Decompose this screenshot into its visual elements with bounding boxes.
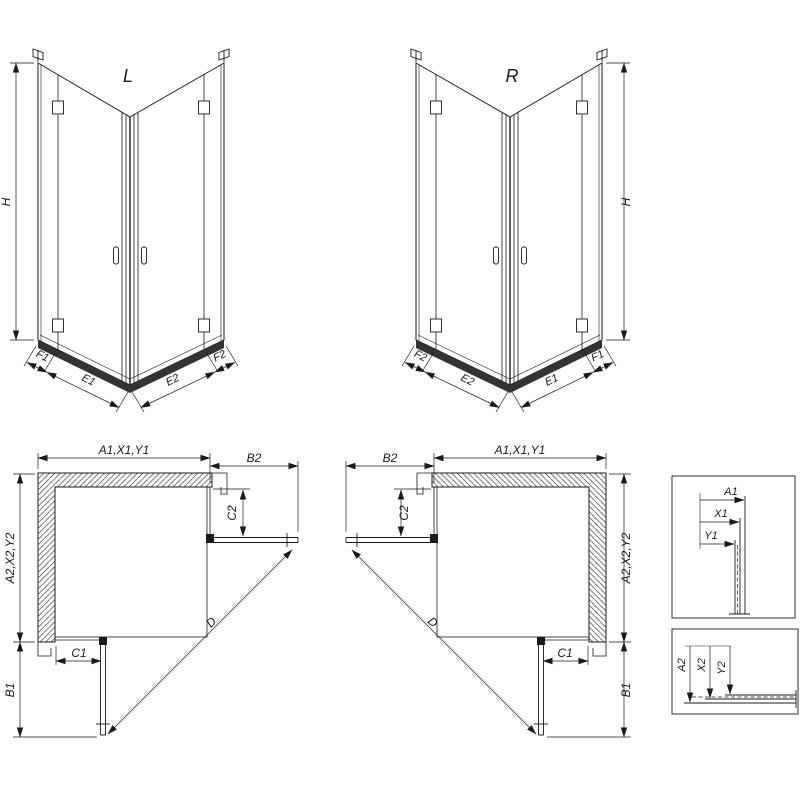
dim-label-c2: C2 xyxy=(225,505,239,521)
dim-label-f1: F1 xyxy=(34,348,51,364)
dim-label-h: H xyxy=(0,197,13,206)
dim-label-f2: F2 xyxy=(412,348,429,364)
perspective-left-labels: L H F1 E1 E2 F2 xyxy=(0,66,228,389)
detail-bottom-labels: A2 X2 Y2 xyxy=(676,658,728,674)
view-title-right: R xyxy=(506,66,519,86)
dim-label-a2x2y2: A2,X2,Y2 xyxy=(619,532,633,584)
dim-label-e1: E1 xyxy=(543,372,560,389)
plan-right-drawing xyxy=(346,453,631,737)
perspective-right-labels: R H F2 E2 E1 F1 xyxy=(412,66,633,389)
dim-label-a2x2y2: A2,X2,Y2 xyxy=(3,532,17,584)
dim-label-a1: A1 xyxy=(723,486,737,498)
dim-label-y1: Y1 xyxy=(704,530,717,542)
dim-label-a1x1y1: A1,X1,Y1 xyxy=(494,443,546,457)
detail-box-border xyxy=(671,475,796,619)
dim-label-b2: B2 xyxy=(247,451,262,465)
detail-top-labels: A1 X1 Y1 xyxy=(704,486,737,542)
dim-label-c1: C1 xyxy=(71,646,86,660)
plan-left-drawing xyxy=(13,453,298,737)
dim-label-b1: B1 xyxy=(619,683,633,698)
dim-label-e2: E2 xyxy=(164,372,181,389)
plan-left-labels: A1,X1,Y1 B2 C2 A2,X2,Y2 C1 B1 D xyxy=(3,443,262,697)
dim-label-y2: Y2 xyxy=(716,661,728,674)
dim-label-e2: E2 xyxy=(459,372,476,389)
dim-label-x1: X1 xyxy=(713,508,727,520)
dim-label-b1: B1 xyxy=(3,683,17,698)
profile-section xyxy=(734,496,746,614)
plan-right-labels: B2 A1,X1,Y1 C2 A2,X2,Y2 C1 B1 D xyxy=(383,443,633,697)
dim-label-d: D xyxy=(203,614,219,630)
profile-section xyxy=(684,694,796,704)
dim-label-f2: F2 xyxy=(211,348,228,364)
dim-label-b2: B2 xyxy=(383,451,398,465)
dim-label-c2: C2 xyxy=(397,505,411,521)
detail-box-floor-profile xyxy=(671,628,799,715)
dim-label-h: H xyxy=(619,197,633,206)
dim-label-a2: A2 xyxy=(676,658,688,672)
detail-box-wall-profile xyxy=(671,475,796,619)
dim-label-c1: C1 xyxy=(557,646,572,660)
dim-label-x2: X2 xyxy=(696,658,708,672)
dim-label-e1: E1 xyxy=(80,372,97,389)
dim-label-f1: F1 xyxy=(589,348,606,364)
detail-box-border xyxy=(671,628,799,715)
view-title-left: L xyxy=(123,66,133,86)
dim-label-a1x1y1: A1,X1,Y1 xyxy=(98,443,150,457)
dim-label-d: D xyxy=(425,614,441,630)
